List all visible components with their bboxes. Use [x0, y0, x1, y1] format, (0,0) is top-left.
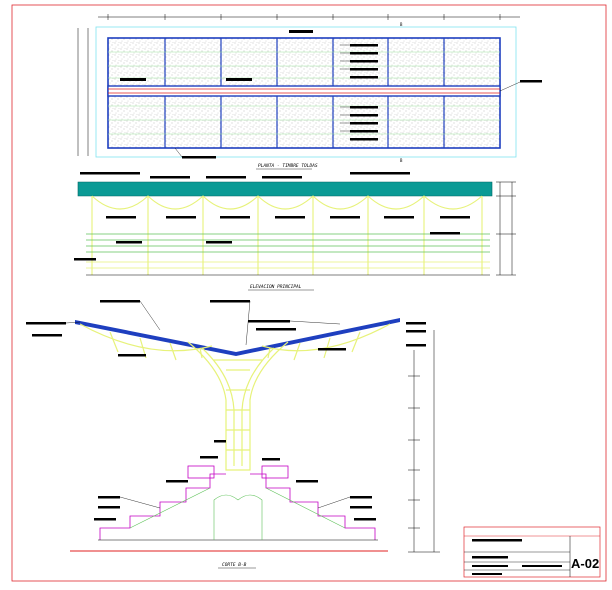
- plan-marker-bottom: B: [400, 158, 403, 163]
- plan-title: PLANTA - TIMBRE TOLDAS: [258, 163, 318, 169]
- sheet-number: A-02: [571, 556, 599, 571]
- elevation-title: ELEVACION PRINCIPAL: [250, 284, 302, 290]
- plan-marker-top: B: [400, 22, 403, 27]
- section-view: CORTE B-B: [26, 300, 440, 569]
- sheet-border: [11, 4, 607, 582]
- section-title: CORTE B-B: [222, 562, 247, 568]
- elevation-view: ELEVACION PRINCIPAL: [74, 172, 516, 291]
- title-block: A-02: [463, 526, 601, 578]
- plan-view: B B PLANTA - TIMBRE TOLDAS: [77, 14, 542, 170]
- plan-outline: [95, 26, 517, 158]
